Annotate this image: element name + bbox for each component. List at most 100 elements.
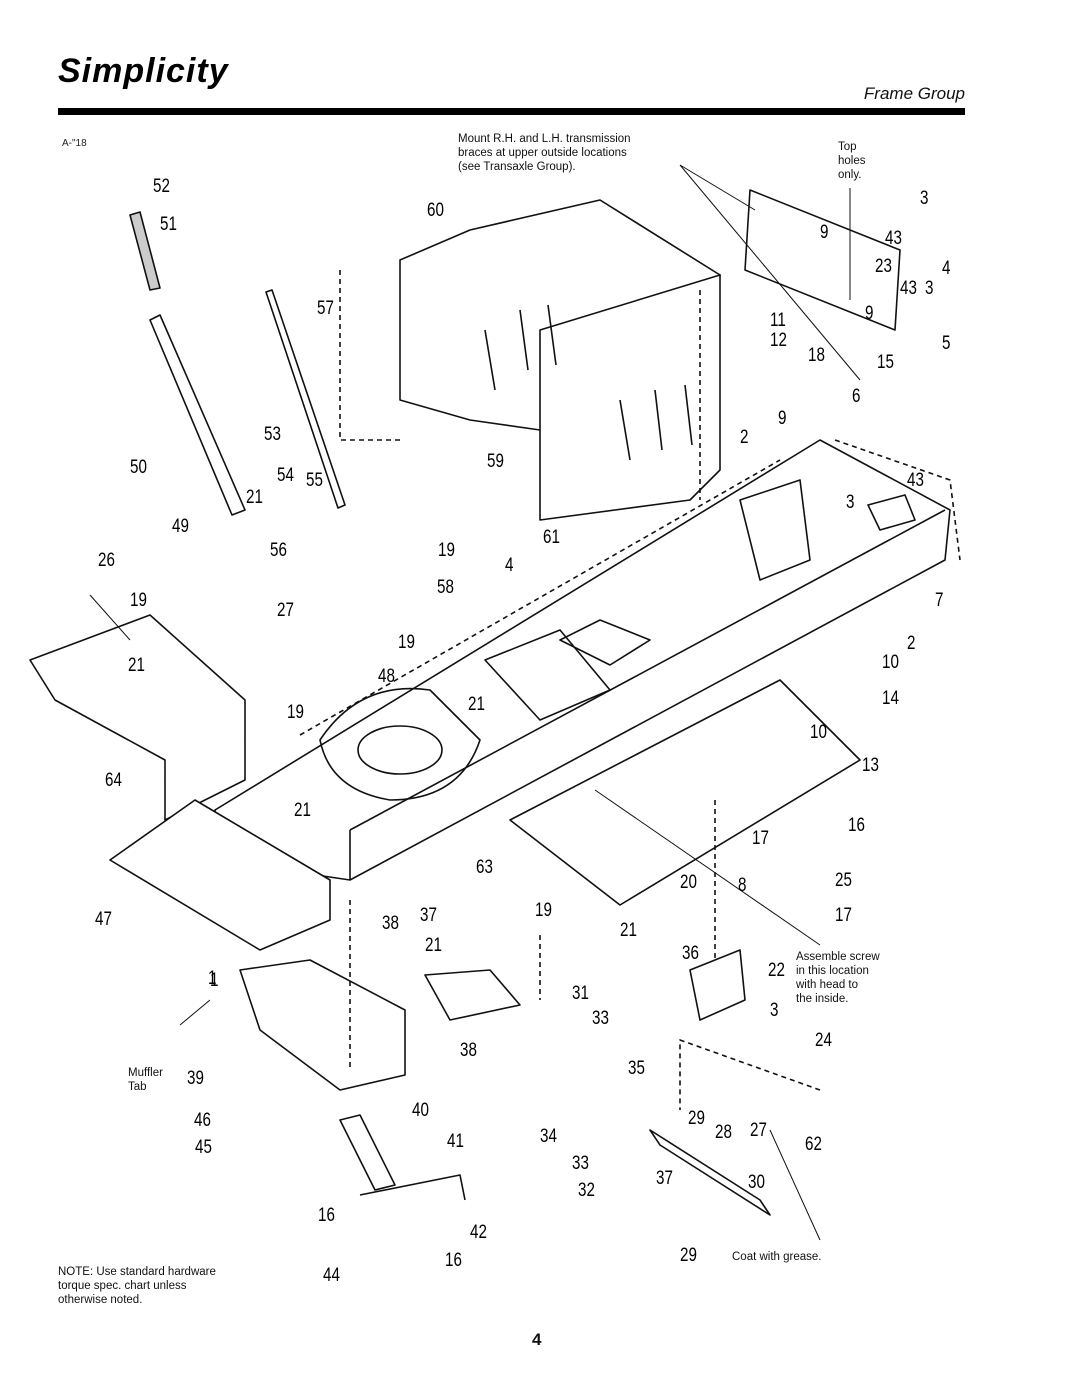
callout-24: 24 <box>815 1030 832 1051</box>
callout-21: 21 <box>294 800 311 821</box>
callout-9: 9 <box>865 303 874 324</box>
callout-28: 28 <box>715 1122 732 1143</box>
callout-37: 37 <box>420 905 437 926</box>
callout-38: 38 <box>460 1040 477 1061</box>
callout-48: 48 <box>378 666 395 687</box>
top-holes-note: Top holes only. <box>838 140 866 182</box>
callout-18: 18 <box>808 345 825 366</box>
hood-panel <box>29 614 246 821</box>
callout-16: 16 <box>445 1250 462 1271</box>
callout-52: 52 <box>153 176 170 197</box>
callout-39: 39 <box>187 1068 204 1089</box>
note-line: only. <box>838 169 862 181</box>
lift-handles <box>129 211 346 516</box>
callout-6: 6 <box>852 386 861 407</box>
callout-3: 3 <box>925 278 934 299</box>
callout-50: 50 <box>130 457 147 478</box>
callout-19: 19 <box>438 540 455 561</box>
callout-2: 2 <box>740 427 749 448</box>
callout-15: 15 <box>877 352 894 373</box>
callout-11: 11 <box>770 310 786 331</box>
callout-1: 1 <box>208 968 217 989</box>
callout-61: 61 <box>543 527 560 548</box>
callout-59: 59 <box>487 451 504 472</box>
callout-22: 22 <box>768 960 785 981</box>
callout-29: 29 <box>680 1245 697 1266</box>
callout-36: 36 <box>682 943 699 964</box>
note-line: with head to <box>796 979 859 991</box>
callout-38: 38 <box>382 913 399 934</box>
torque-note: NOTE: Use standard hardware torque spec.… <box>58 1265 216 1307</box>
callout-23: 23 <box>875 256 892 277</box>
note-line: otherwise noted. <box>58 1294 143 1306</box>
callout-57: 57 <box>317 298 334 319</box>
callout-41: 41 <box>447 1131 464 1152</box>
callout-16: 16 <box>848 815 865 836</box>
note-line: Top <box>838 141 857 153</box>
callout-64: 64 <box>105 770 122 791</box>
callout-27: 27 <box>277 600 294 621</box>
note-line: torque spec. chart unless <box>58 1280 187 1292</box>
callout-19: 19 <box>130 590 147 611</box>
callout-10: 10 <box>810 722 827 743</box>
callout-14: 14 <box>882 688 899 709</box>
callout-45: 45 <box>195 1137 212 1158</box>
callout-25: 25 <box>835 870 852 891</box>
brand-logo: Simplicity <box>58 52 229 90</box>
callout-33: 33 <box>592 1008 609 1029</box>
callout-5: 5 <box>942 333 951 354</box>
note-line: holes <box>838 155 866 167</box>
section-title: Frame Group <box>863 84 965 103</box>
fender-panels <box>399 199 721 521</box>
note-line: Assemble screw <box>796 951 880 963</box>
assembly-lines <box>339 270 961 1110</box>
callout-19: 19 <box>535 900 552 921</box>
axle-support <box>239 959 521 1091</box>
callout-27: 27 <box>750 1120 767 1141</box>
callout-3: 3 <box>920 188 929 209</box>
grease-note: Coat with grease. <box>732 1251 822 1263</box>
callout-56: 56 <box>270 540 287 561</box>
callout-17: 17 <box>752 828 769 849</box>
callout-35: 35 <box>628 1058 645 1079</box>
callout-40: 40 <box>412 1100 429 1121</box>
note-line: Muffler <box>128 1067 163 1079</box>
note-line: Mount R.H. and L.H. transmission <box>458 133 631 145</box>
note-line: in this location <box>796 965 869 977</box>
callout-9: 9 <box>778 408 787 429</box>
callout-1: 1 <box>210 970 219 991</box>
callout-47: 47 <box>95 909 112 930</box>
callout-21: 21 <box>128 655 145 676</box>
callout-43: 43 <box>907 470 924 491</box>
callout-10: 10 <box>882 652 899 673</box>
callout-9: 9 <box>820 222 829 243</box>
leader-lines <box>89 164 861 1241</box>
callout-32: 32 <box>578 1180 595 1201</box>
note-line: NOTE: Use standard hardware <box>58 1266 216 1278</box>
callout-21: 21 <box>468 694 485 715</box>
muffler-note: Muffler Tab <box>128 1066 163 1094</box>
callout-4: 4 <box>942 258 951 279</box>
callout-19: 19 <box>398 632 415 653</box>
callout-58: 58 <box>437 577 454 598</box>
callout-21: 21 <box>246 487 263 508</box>
callout-33: 33 <box>572 1153 589 1174</box>
callout-2: 2 <box>907 633 916 654</box>
note-line: the inside. <box>796 993 849 1005</box>
callout-7: 7 <box>935 590 944 611</box>
callout-26: 26 <box>98 550 115 571</box>
callout-53: 53 <box>264 424 281 445</box>
callout-42: 42 <box>470 1222 487 1243</box>
callout-20: 20 <box>680 872 697 893</box>
callout-3: 3 <box>770 1000 779 1021</box>
figure-id: A-"18 <box>62 138 87 149</box>
callout-49: 49 <box>172 516 189 537</box>
callout-63: 63 <box>476 857 493 878</box>
main-frame <box>214 439 951 881</box>
callout-13: 13 <box>862 755 879 776</box>
lower-bracket <box>109 799 331 951</box>
note-line: braces at upper outside locations <box>458 147 627 159</box>
callout-60: 60 <box>427 200 444 221</box>
callout-37: 37 <box>656 1168 673 1189</box>
